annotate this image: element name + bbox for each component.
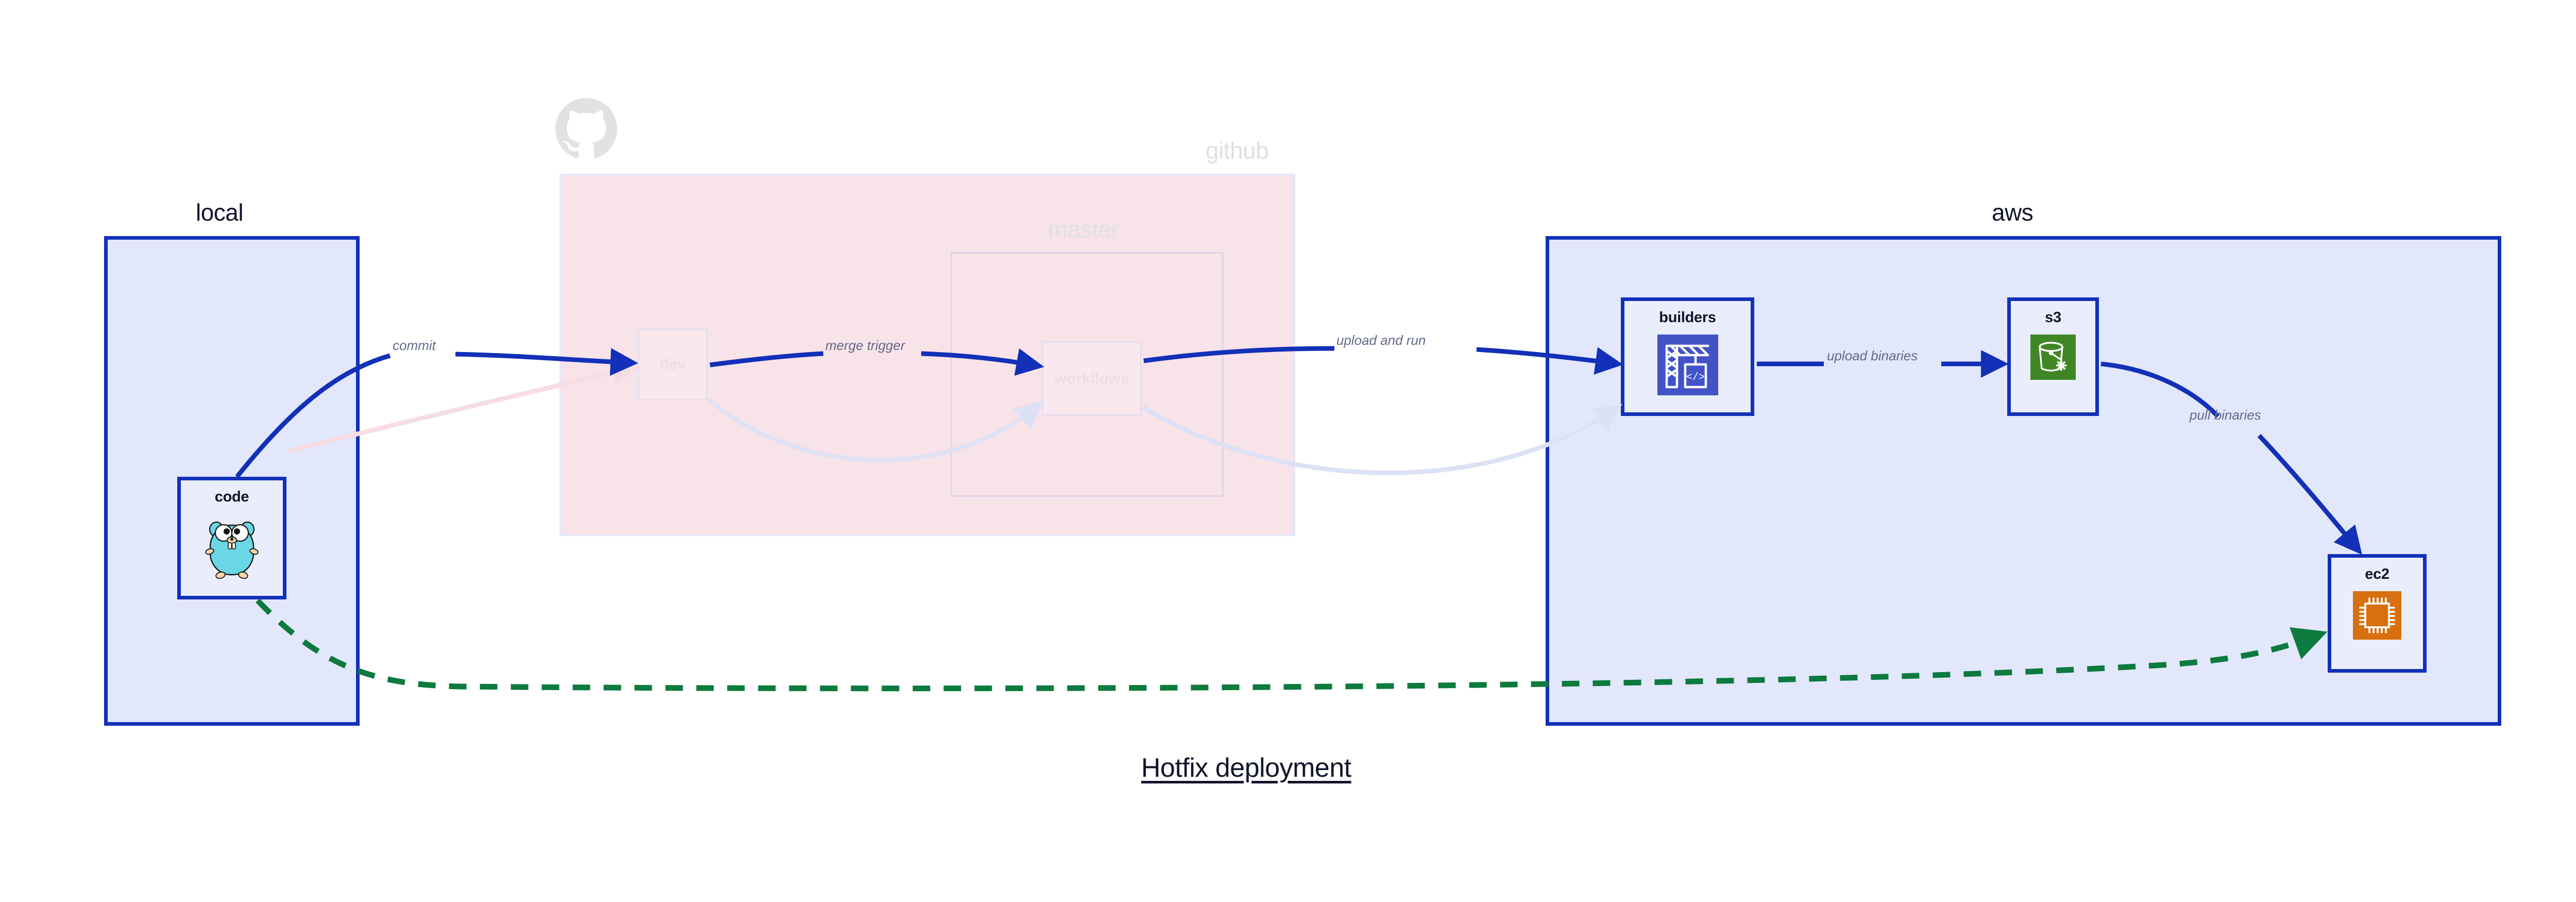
edge-label-commit: commit (393, 338, 436, 353)
cluster-title-master: master (1048, 216, 1119, 243)
node-builders-label: builders (1659, 309, 1716, 326)
node-code-label: code (214, 489, 249, 505)
golang-gopher-icon (201, 514, 263, 583)
aws-s3-bucket-icon (2030, 335, 2076, 382)
node-workflows[interactable]: workflows (1042, 341, 1142, 416)
node-code[interactable]: code (177, 477, 286, 599)
cluster-title-github: github (1206, 137, 1269, 164)
edge-label-pull-binaries: pull binaries (2190, 407, 2261, 423)
node-workflows-label: workflows (1055, 370, 1129, 387)
page-title: Hotfix deployment (1141, 753, 1351, 783)
node-ec2[interactable]: ec2 (2328, 554, 2427, 673)
node-dev-label: dev (659, 356, 686, 373)
edge-label-upload-and-run: upload and run (1336, 332, 1426, 348)
svg-text:</>: </> (1686, 372, 1704, 383)
aws-ec2-chip-icon (2353, 591, 2401, 642)
cluster-title-aws: aws (1992, 199, 2033, 226)
cluster-title-local: local (196, 199, 244, 226)
node-builders[interactable]: builders (1621, 297, 1754, 416)
edge-label-upload-binaries: upload binaries (1827, 348, 1918, 363)
group-master (951, 252, 1224, 497)
node-dev[interactable]: dev (638, 328, 708, 400)
edge-label-merge-trigger: merge trigger (825, 338, 905, 353)
node-s3-label: s3 (2045, 309, 2061, 326)
github-octocat-icon (555, 98, 617, 160)
node-ec2-label: ec2 (2365, 566, 2389, 582)
aws-codebuild-crane-icon: </> (1657, 335, 1718, 398)
node-s3[interactable]: s3 (2007, 297, 2099, 416)
